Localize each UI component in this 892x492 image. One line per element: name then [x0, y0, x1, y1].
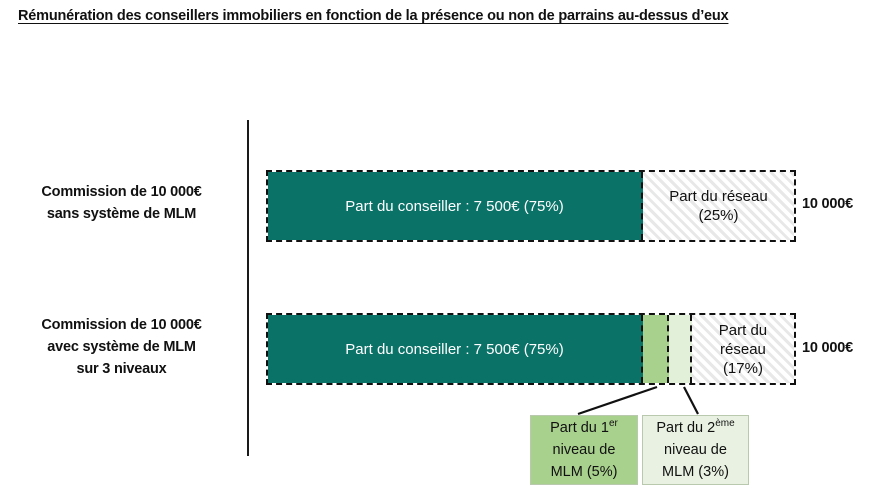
connector-line-level1 — [577, 385, 658, 416]
segment-network-label-line1: Part du réseau — [669, 188, 768, 205]
row-label-line: avec système de MLM — [47, 339, 196, 355]
row-label-with-mlm: Commission de 10 000€ avec système de ML… — [0, 314, 243, 380]
callout-line1-prefix: Part du 1 — [550, 420, 609, 436]
callout-mlm-level2: Part du 2ème niveau de MLM (3%) — [642, 415, 749, 485]
segment-network-label-line2: (25%) — [698, 207, 739, 224]
row-label-line: Commission de 10 000€ — [41, 317, 202, 333]
bar-no-mlm: Part du conseiller : 7 500€ (75%) Part d… — [266, 170, 796, 242]
axis-line — [247, 120, 249, 456]
segment-network-label-line1: Part du — [718, 321, 768, 339]
segment-network-share: Part du réseau (25%) — [643, 172, 794, 240]
callout-line1-superscript: er — [608, 418, 618, 430]
segment-network-label-line2: réseau — [720, 340, 766, 358]
callout-line2: niveau de — [552, 442, 616, 458]
segment-advisor-share: Part du conseiller : 7 500€ (75%) — [268, 172, 644, 240]
total-label-with-mlm: 10 000€ — [802, 340, 854, 356]
segment-network-label: Part du réseau (17%) — [717, 321, 769, 378]
segment-network-label-line3: (17%) — [722, 359, 763, 377]
segment-mlm-level2-share — [668, 315, 692, 383]
segment-mlm-level1-share — [643, 315, 669, 383]
segment-network-label: Part du réseau (25%) — [667, 187, 769, 225]
callout-line1-superscript: ème — [715, 418, 735, 430]
callout-line1-prefix: Part du 2 — [656, 420, 716, 436]
row-label-line: Commission de 10 000€ — [41, 184, 202, 200]
segment-network-share: Part du réseau (17%) — [691, 315, 794, 383]
row-label-line: sans système de MLM — [46, 206, 197, 222]
page-title: Rémunération des conseillers immobiliers… — [18, 8, 729, 24]
callout-line3: MLM (3%) — [662, 464, 729, 480]
bar-with-mlm: Part du conseiller : 7 500€ (75%) Part d… — [266, 313, 796, 385]
segment-advisor-share: Part du conseiller : 7 500€ (75%) — [268, 315, 644, 383]
segment-advisor-label: Part du conseiller : 7 500€ (75%) — [345, 340, 564, 358]
row-label-line: sur 3 niveaux — [76, 361, 167, 377]
segment-advisor-label: Part du conseiller : 7 500€ (75%) — [345, 197, 564, 215]
total-label-no-mlm: 10 000€ — [802, 196, 854, 212]
callout-line3: MLM (5%) — [550, 464, 618, 480]
callout-mlm-level1: Part du 1er niveau de MLM (5%) — [530, 415, 638, 485]
connector-line-level2 — [683, 386, 699, 415]
row-label-no-mlm: Commission de 10 000€ sans système de ML… — [0, 181, 243, 225]
callout-line2: niveau de — [664, 442, 727, 458]
